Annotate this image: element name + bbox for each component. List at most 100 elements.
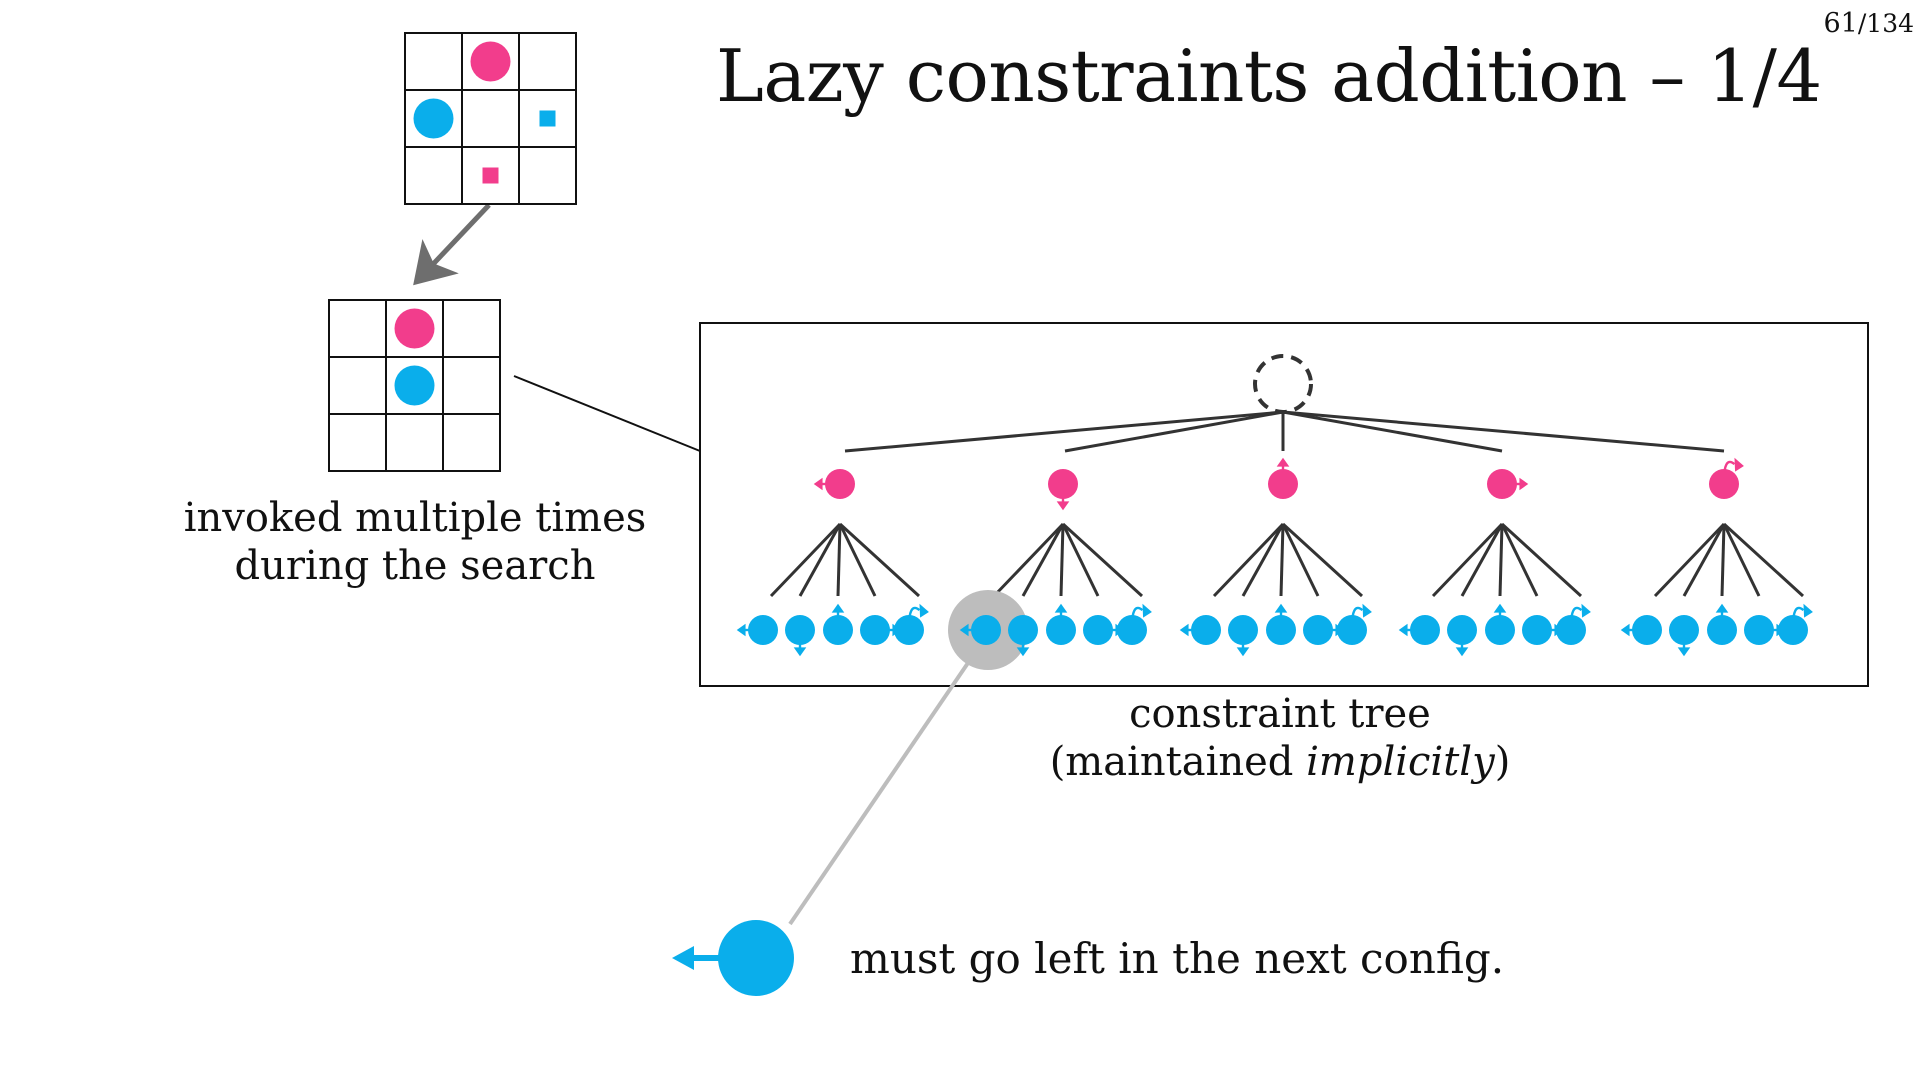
arrowhead [1274,603,1288,613]
move-down-indicator [1236,644,1250,657]
blue-tree-leaf-right [1522,615,1552,645]
move-up-indicator [1274,603,1288,616]
move-down-indicator [1016,644,1030,657]
tree-edge-level2 [1059,523,1065,597]
tree-edge-level2 [838,523,877,597]
pink-agent-circle [470,41,511,82]
arrowhead [1455,647,1469,657]
invoked-caption-line1: invoked multiple times [183,495,647,541]
blue-tree-leaf-left [1632,615,1662,645]
blue-tree-leaf-wait [1117,615,1147,645]
tree-edge-level2 [1241,523,1285,597]
move-left-indicator [813,477,826,491]
move-up-indicator [1054,603,1068,616]
blue-tree-leaf-right [1744,615,1774,645]
tree-edge-level2 [1720,523,1726,597]
slide-title: Lazy constraints addition – 1/4 [716,34,1822,118]
tree-edge-level2 [1431,522,1504,598]
callout-left-arrow-icon [672,946,694,970]
move-left-indicator [1620,623,1633,637]
arrowhead [1581,603,1591,618]
arrowhead [1362,603,1372,618]
tree-edge-level2 [1722,523,1761,597]
tree-edge-level2 [1021,523,1065,597]
move-down-indicator [1455,644,1469,657]
move-right-indicator [1516,477,1529,491]
tree-caption-line2: (maintained implicitly) [1030,738,1530,786]
page-number: 61/134 [1824,8,1915,39]
blue-tree-leaf-left [1410,615,1440,645]
move-wait-indicator [1792,603,1813,618]
arrowhead [1142,603,1152,618]
blue-tree-leaf-up [1266,615,1296,645]
arrowhead [1620,623,1630,637]
arrowhead [793,647,807,657]
move-left-indicator [959,623,972,637]
pink-tree-node-wait [1709,469,1739,499]
tree-edge-level2 [769,522,842,598]
tree-caption-italic: implicitly [1306,739,1495,785]
move-up-indicator [831,603,845,616]
blue-tree-leaf-down [1669,615,1699,645]
pink-goal-square [482,167,499,184]
move-wait-indicator [1351,603,1372,618]
blue-tree-leaf-wait [894,615,924,645]
page-current: 61 [1823,8,1858,39]
blue-tree-leaf-down [1447,615,1477,645]
tree-edge-level2 [838,522,921,598]
blue-tree-leaf-up [823,615,853,645]
blue-tree-leaf-wait [1556,615,1586,645]
tree-edge-level2 [1281,523,1320,597]
tree-edge-level2 [798,523,842,597]
blue-tree-leaf-left [971,615,1001,645]
arrowhead [1056,501,1070,511]
blue-tree-leaf-down [785,615,815,645]
pink-tree-node-left [825,469,855,499]
move-down-indicator [1677,644,1691,657]
arrowhead [1179,623,1189,637]
move-down-indicator [1056,498,1070,511]
arrowhead [1715,603,1729,613]
wait-arc [908,606,921,617]
tree-caption-open: (maintained [1049,739,1307,785]
tree-edge-level1 [1282,410,1503,453]
move-up-indicator [1715,603,1729,616]
wait-arc [1131,606,1144,617]
tree-frame [699,322,1869,687]
tree-edge-level2 [1500,523,1539,597]
tree-edge-level2 [1722,522,1805,598]
callout-blue-agent [718,920,794,996]
grid-transition-arrow [413,203,491,286]
grid-bottom-border [328,299,501,472]
arrowhead [1734,457,1744,472]
tree-edge-level2 [1653,522,1726,598]
grid-top [404,32,577,205]
tree-edge-level2 [1061,523,1100,597]
tree-edge-level1 [1064,410,1284,453]
callout-leader-line [788,658,972,926]
move-left-indicator [1179,623,1192,637]
arrowhead [1493,603,1507,613]
tree-edge-level2 [1498,523,1504,597]
blue-tree-leaf-left [748,615,778,645]
move-wait-indicator [1570,603,1591,618]
tree-caption-line1: constraint tree [1129,691,1431,737]
move-left-indicator [736,623,749,637]
callout-text: must go left in the next config. [850,934,1505,983]
invoked-caption-line2: during the search [234,543,596,589]
blue-agent-circle [413,98,454,139]
blue-tree-leaf-down [1228,615,1258,645]
pink-tree-node-up [1268,469,1298,499]
tree-edge-level1 [844,410,1284,453]
blue-tree-leaf-wait [1337,615,1367,645]
tree-caption-close: ) [1494,739,1511,785]
blue-tree-leaf-left [1191,615,1221,645]
arrowhead [831,603,845,613]
arrowhead [1398,623,1408,637]
tree-edge-level2 [992,522,1065,598]
arrowhead [1276,457,1290,467]
tree-edge-level2 [1061,522,1144,598]
connector-lines [413,203,701,452]
